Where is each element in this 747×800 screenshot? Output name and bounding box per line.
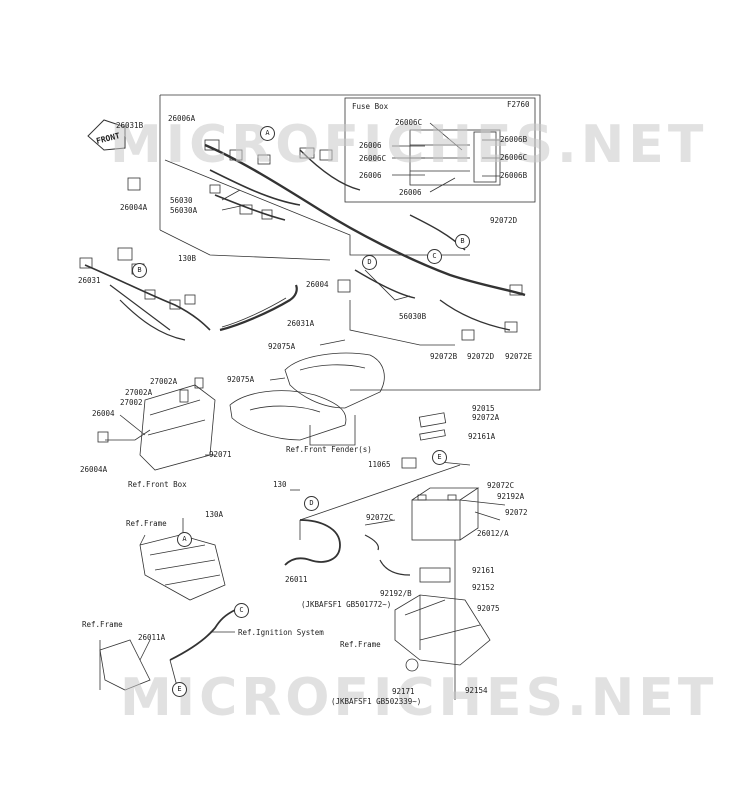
label-92072C-2: 92072C [366, 513, 394, 522]
label-92072A: 92072A [472, 413, 500, 422]
fuse-label-left-3: 26006 [359, 171, 382, 180]
marker-e-1: E [432, 450, 447, 465]
label-92072B: 92072B [430, 352, 458, 361]
marker-e-2: E [172, 682, 187, 697]
fuse-label-left-0: 26006C [395, 118, 423, 127]
label-92171: 92171 [392, 687, 415, 696]
marker-c-2: C [234, 603, 249, 618]
fuse-label-right-0: 26006B [500, 135, 528, 144]
ref-frame-2: Ref.Frame [82, 620, 123, 629]
label-92075A-1: 92075A [268, 342, 296, 351]
label-92072D-2: 92072D [467, 352, 495, 361]
ref-ignition-system: Ref.Ignition System [238, 628, 324, 637]
label-26011: 26011 [285, 575, 308, 584]
label-92072E: 92072E [505, 352, 533, 361]
label-92192B: 92192/B [380, 589, 412, 598]
marker-b-1: B [455, 234, 470, 249]
fuse-label-left-2: 26006C [359, 154, 387, 163]
label-92072: 92072 [505, 508, 528, 517]
marker-b-2: B [132, 263, 147, 278]
frame-detail-c [99, 639, 151, 691]
label-92072C-1: 92072C [487, 481, 515, 490]
fuse-label-left-4: 26006 [399, 188, 422, 197]
label-27002: 27002 [120, 398, 143, 407]
label-26031: 26031 [78, 276, 101, 285]
label-26012A: 26012/A [477, 529, 509, 538]
marker-a-top: A [260, 126, 275, 141]
label-11065: 11065 [368, 460, 391, 469]
label-26031B: 26031B [116, 121, 144, 130]
front-arrow [87, 119, 126, 151]
label-92072D-1: 92072D [490, 216, 518, 225]
fuse-box-title: Fuse Box [352, 102, 389, 111]
main-harness [204, 143, 526, 297]
label-92015: 92015 [472, 404, 495, 413]
label-92075: 92075 [477, 604, 500, 613]
marker-a-2: A [177, 532, 192, 547]
label-56030: 56030 [170, 196, 193, 205]
label-92161A: 92161A [468, 432, 496, 441]
watermark-top: MICROFICHES.NET [110, 115, 708, 175]
diagram-code: F2760 [507, 100, 530, 109]
battery-tray [394, 594, 491, 666]
fuse-label-left-1: 26006 [359, 141, 382, 150]
sub-harness-26031 [84, 264, 211, 331]
label-27002A-1: 27002A [150, 377, 178, 386]
label-92152: 92152 [472, 583, 495, 592]
label-26004A-2: 26004A [80, 465, 108, 474]
label-56030B: 56030B [399, 312, 427, 321]
label-56030A: 56030A [170, 206, 198, 215]
label-130A: 130A [205, 510, 224, 519]
label-92192A: 92192A [497, 492, 525, 501]
ref-frame-3: Ref.Frame [340, 640, 381, 649]
fuse-box-frame [344, 97, 536, 203]
marker-d-1: D [362, 255, 377, 270]
label-26004A-1: 26004A [120, 203, 148, 212]
label-92071: 92071 [209, 450, 232, 459]
label-26011A: 26011A [138, 633, 166, 642]
cable-26031A [219, 284, 298, 332]
jkbaf-serial-1: (JKBAFSF1 GB501772~) [301, 600, 392, 609]
jkbaf-serial-2: (JKBAFSF1 GB502339~) [331, 697, 422, 706]
label-92075A-2: 92075A [227, 375, 255, 384]
battery [411, 499, 461, 541]
label-26006A: 26006A [168, 114, 196, 123]
label-92161: 92161 [472, 566, 495, 575]
label-27002A-2: 27002A [125, 388, 153, 397]
fuse-label-right-2: 26006B [500, 171, 528, 180]
marker-d-2: D [304, 496, 319, 511]
watermark-bottom: MICROFICHES.NET [120, 668, 718, 728]
label-130: 130 [273, 480, 287, 489]
ref-front-box: Ref.Front Box [128, 480, 187, 489]
label-26031A: 26031A [287, 319, 315, 328]
harness-outline-box [160, 94, 541, 391]
ref-front-fenders: Ref.Front Fender(s) [286, 445, 372, 454]
label-26004-1: 26004 [306, 280, 329, 289]
front-fender-upper [284, 352, 385, 409]
fuse-block [409, 129, 501, 186]
battery-strap [418, 412, 447, 428]
label-92154: 92154 [465, 686, 488, 695]
front-fender-lower [229, 390, 347, 441]
cable-26011 [284, 519, 341, 566]
marker-c-1: C [427, 249, 442, 264]
ref-frame-1: Ref.Frame [126, 519, 167, 528]
label-26004-2: 26004 [92, 409, 115, 418]
label-130B: 130B [178, 254, 197, 263]
fuse-label-right-1: 26006C [500, 153, 528, 162]
